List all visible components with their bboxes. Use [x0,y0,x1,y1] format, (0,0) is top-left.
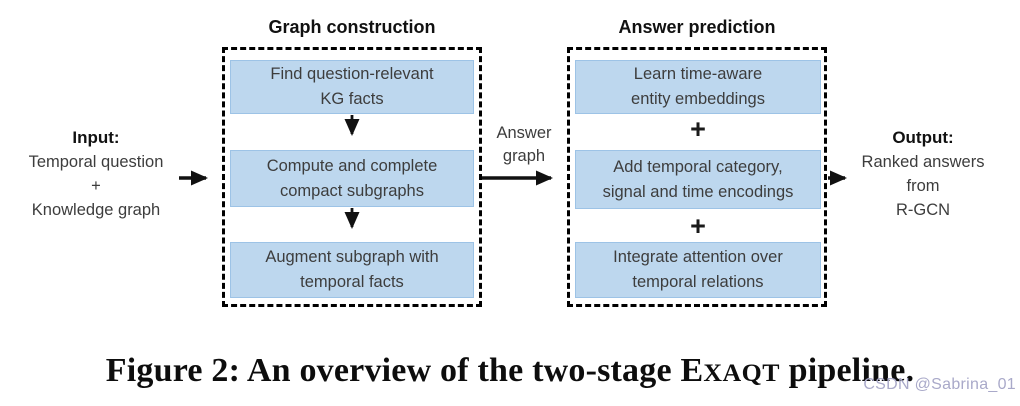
answer-graph-label: Answer graph [496,124,552,165]
caption-smallcaps: XAQT [703,358,780,387]
stage1-container [222,47,482,307]
stage2-step2: Add temporal category, signal and time e… [575,150,821,209]
input-value: Temporal question + Knowledge graph [28,153,164,219]
input-block: Input: Temporal question + Knowledge gra… [10,126,182,222]
watermark: CSDN @Sabrina_01 [863,376,1016,393]
plus-sign-2: + [690,211,706,241]
stage1-step1: Find question-relevant KG facts [230,60,474,114]
caption-text-start: Figure 2: An overview of the two-stage E [105,352,704,389]
caption-text-end: pipeline. [779,352,915,389]
stage1-step2: Compute and complete compact subgraphs [230,150,474,207]
output-value: Ranked answers from R-GCN [861,153,985,219]
stage2-step3: Integrate attention over temporal relati… [575,242,821,298]
output-block: Output: Ranked answers from R-GCN [848,126,998,222]
plus-sign-1: + [690,114,706,144]
stage2-step1: Learn time-aware entity embeddings [575,60,821,114]
output-label: Output: [892,128,954,147]
input-label: Input: [72,128,120,147]
stage2-title: Answer prediction [618,17,776,37]
stage1-title: Graph construction [268,17,436,37]
stage1-step3: Augment subgraph with temporal facts [230,242,474,298]
stage2-container [567,47,827,307]
figure-caption: Figure 2: An overview of the two-stage E… [0,352,1020,390]
